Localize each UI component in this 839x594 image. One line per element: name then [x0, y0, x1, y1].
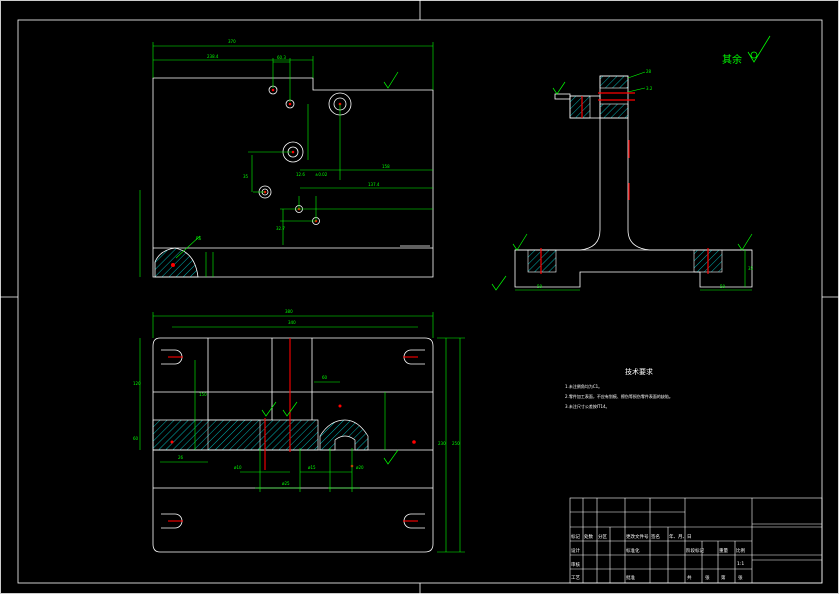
bottom-view: 380 340 250 230 150 120 60 60 26 ø10 ø25…	[133, 309, 465, 553]
bottom-view-section	[152, 419, 319, 451]
top-dim-overall: 370	[228, 39, 236, 44]
top-dim-d6: 12.6	[296, 172, 305, 177]
bottom-view-roughness-icons	[261, 401, 399, 465]
top-dim-d1: 238.4	[207, 54, 219, 59]
bottom-dim-h2: 230	[438, 441, 446, 446]
tech-item-1: 1.未注倒角均为C1。	[565, 383, 602, 389]
tech-item-3: 3.未注尺寸公差按IT14。	[565, 403, 610, 409]
bottom-dim-d3: ø10	[234, 465, 242, 470]
side-view-center-lines	[540, 92, 709, 274]
tb-r1-c2: 处数	[584, 533, 593, 540]
bottom-view-center-lines	[168, 338, 418, 522]
side-dim-b: 50	[720, 284, 726, 289]
side-dim-c: 35	[748, 266, 754, 271]
tech-item-2: 2.零件加工表面，不应有划痕、擦伤等损伤零件表面的缺陷。	[565, 393, 673, 399]
top-dim-d4: 137.4	[368, 182, 380, 187]
bottom-dim-overall: 380	[285, 309, 293, 314]
tb-r4-c1: 工艺	[571, 575, 580, 581]
title-block: 标记 处数 分区 更改文件号 签名 年、月、日 设计 标准化 审核 阶段标记 重…	[569, 497, 823, 584]
tb-r2-c1: 设计	[571, 547, 580, 554]
bottom-dim-d1: 60	[322, 375, 328, 380]
tech-requirements: 技术要求 1.未注倒角均为C1。 2.零件加工表面，不应有划痕、擦伤等损伤零件表…	[565, 367, 673, 409]
bottom-dim-h4: 120	[133, 381, 141, 386]
top-view-holes	[258, 85, 352, 225]
roughness-label: 其余	[722, 53, 742, 66]
tb-r3-c5: 阶段标记	[686, 547, 704, 554]
tb-r3-c1: 审核	[571, 561, 580, 568]
side-dim-e: 3.2	[646, 86, 653, 91]
top-dim-r: R6	[196, 236, 202, 241]
tb-r5-c4: 张	[738, 574, 743, 581]
bottom-view-dimension-lines	[139, 312, 465, 553]
side-dim-a: 50	[537, 284, 543, 289]
roughness-icon	[747, 35, 771, 63]
top-dim-d3: 158	[382, 164, 390, 169]
bottom-dim-inner: 340	[288, 320, 296, 325]
tb-scale: 1:1	[737, 561, 744, 567]
tb-r1-c3: 分区	[598, 533, 607, 540]
tb-r5-c3: 第	[721, 574, 726, 581]
tb-r1-c6: 年、月、日	[669, 533, 692, 540]
top-dim-d7: 32.7	[276, 226, 285, 231]
bottom-view-point-marks	[170, 404, 416, 468]
top-view-roughness-icon	[383, 71, 399, 89]
general-roughness: 其余	[722, 35, 771, 66]
bottom-dim-d2: 26	[178, 455, 184, 460]
tech-title: 技术要求	[625, 367, 653, 376]
bottom-dim-h3: 150	[199, 392, 207, 397]
bottom-dim-d5: ø15	[308, 465, 316, 470]
bottom-dim-d6: ø20	[356, 465, 364, 470]
side-view-roughness-icons	[491, 81, 753, 291]
tb-r1-c1: 标记	[571, 533, 580, 540]
side-view-dimension-lines	[515, 71, 752, 291]
tb-r1-c5: 签名	[651, 533, 660, 540]
top-view: 370 238.4 60.3 158 137.4 35 12.6 32.7 ±0…	[139, 39, 434, 278]
bottom-view-cavity	[207, 419, 261, 451]
bottom-dim-h1: 250	[452, 441, 460, 446]
roughness-circle-icon	[750, 51, 758, 59]
bottom-dim-h5: 60	[133, 436, 139, 441]
top-view-dimension-lines	[139, 42, 434, 277]
tb-r3-c7: 比例	[736, 547, 745, 554]
corner-center	[171, 263, 175, 267]
top-view-outline	[152, 77, 434, 278]
tb-r5-c1: 共	[687, 574, 692, 581]
tb-r4-c4: 批准	[626, 574, 635, 581]
top-dim-d5: 35	[243, 174, 249, 179]
tb-r3-c6: 重量	[719, 547, 728, 554]
tb-r2-c4: 标准化	[626, 547, 640, 554]
tb-r5-c2: 张	[705, 574, 710, 581]
bottom-view-boss-section	[319, 419, 369, 451]
side-dim-d: 28	[646, 69, 652, 74]
bottom-dim-d4: ø25	[282, 481, 290, 486]
top-dim-tol: ±0.02	[315, 172, 328, 177]
side-view: 50 50 35 28 3.2	[491, 69, 754, 291]
title-block-grid	[569, 497, 823, 584]
top-dim-d2: 60.3	[277, 55, 286, 60]
tb-r1-c4: 更改文件号	[626, 533, 649, 540]
side-view-sections	[527, 75, 723, 273]
top-view-corner-section	[154, 247, 199, 278]
